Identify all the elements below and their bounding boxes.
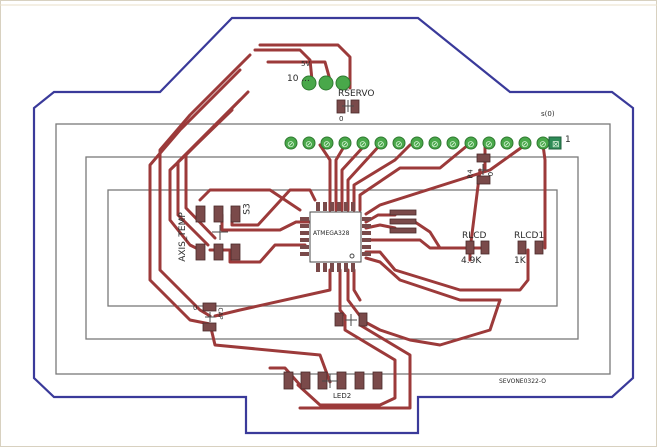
reservo-label: RSERVO [338,89,375,99]
s3-label: S3 [242,203,253,215]
lcd-frame-middle [85,156,579,340]
header-pin[interactable]: ⊘ [374,136,388,150]
header-pin-row: ⊘ ⊘ ⊘ ⊘ ⊘ ⊘ ⊘ ⊘ ⊘ ⊘ ⊘ ⊘ ⊘ ⊘ ⊘ ⊠ [284,136,562,150]
svg-text:⊘: ⊘ [521,140,529,150]
component-crosses [205,100,488,388]
switch-bottom-label: LED2 [333,392,352,400]
lcd-frame-outer [55,123,611,375]
svg-text:⊘: ⊘ [431,140,439,150]
bottom-resistor-value: 0 [193,304,198,312]
svg-text:⊘: ⊘ [395,140,403,150]
svg-text:⊘: ⊘ [305,140,313,150]
top-pin-cluster [301,75,351,91]
r4-label: R4 [466,169,475,179]
svg-text:⊘: ⊘ [341,140,349,150]
reservo-value: 0 [339,115,344,123]
rlcd1-value: 1K [514,256,526,266]
svg-text:⊠: ⊠ [552,140,560,150]
header-pin[interactable]: ⊘ [500,136,514,150]
mcu-chip[interactable] [300,202,371,272]
svg-text:⊘: ⊘ [539,140,547,150]
header-pin[interactable]: ⊘ [320,136,334,150]
svg-text:⊘: ⊘ [449,140,457,150]
header-pin-1-square[interactable]: ⊠ [548,136,562,150]
svg-text:⊘: ⊘ [287,140,295,150]
svg-text:⊘: ⊘ [377,140,385,150]
header-pin[interactable]: ⊘ [518,136,532,150]
header-pin[interactable]: ⊘ [446,136,460,150]
rlcd-value: 4.9K [461,256,482,266]
axis-temp-label: AXIS_TEMP [177,212,188,262]
top-cluster-label: 10 ... [287,74,310,84]
rlcd1-label: RLCD1 [514,231,545,241]
cap-label: CAP [216,307,224,320]
chip-name-label: ATMEGA328 [313,230,350,237]
header-name-label: s(0) [541,110,555,118]
r4-value: 0 [487,171,496,177]
header-pin[interactable]: ⊘ [302,136,316,150]
traces [148,43,547,410]
svg-text:⊘: ⊘ [485,140,493,150]
rlcd-label: RLCD [462,231,487,241]
board-outline [32,16,635,435]
pin1-label: 1 [565,135,571,145]
header-pin[interactable]: ⊘ [428,136,442,150]
pads [195,99,544,390]
top-value-label: 5V [301,60,311,68]
header-pin[interactable]: ⊘ [284,136,298,150]
header-pin[interactable]: ⊘ [482,136,496,150]
svg-text:⊘: ⊘ [323,140,331,150]
svg-text:⊘: ⊘ [503,140,511,150]
svg-text:⊘: ⊘ [467,140,475,150]
header-pin[interactable]: ⊘ [356,136,370,150]
lcd-frame-inner [107,189,558,307]
svg-text:⊘: ⊘ [359,140,367,150]
lcd-label: SEVONE0322-O [499,378,546,385]
header-pin[interactable]: ⊘ [392,136,406,150]
header-pin[interactable]: ⊘ [464,136,478,150]
svg-text:⊘: ⊘ [413,140,421,150]
header-pin[interactable]: ⊘ [410,136,424,150]
header-pin[interactable]: ⊘ [338,136,352,150]
